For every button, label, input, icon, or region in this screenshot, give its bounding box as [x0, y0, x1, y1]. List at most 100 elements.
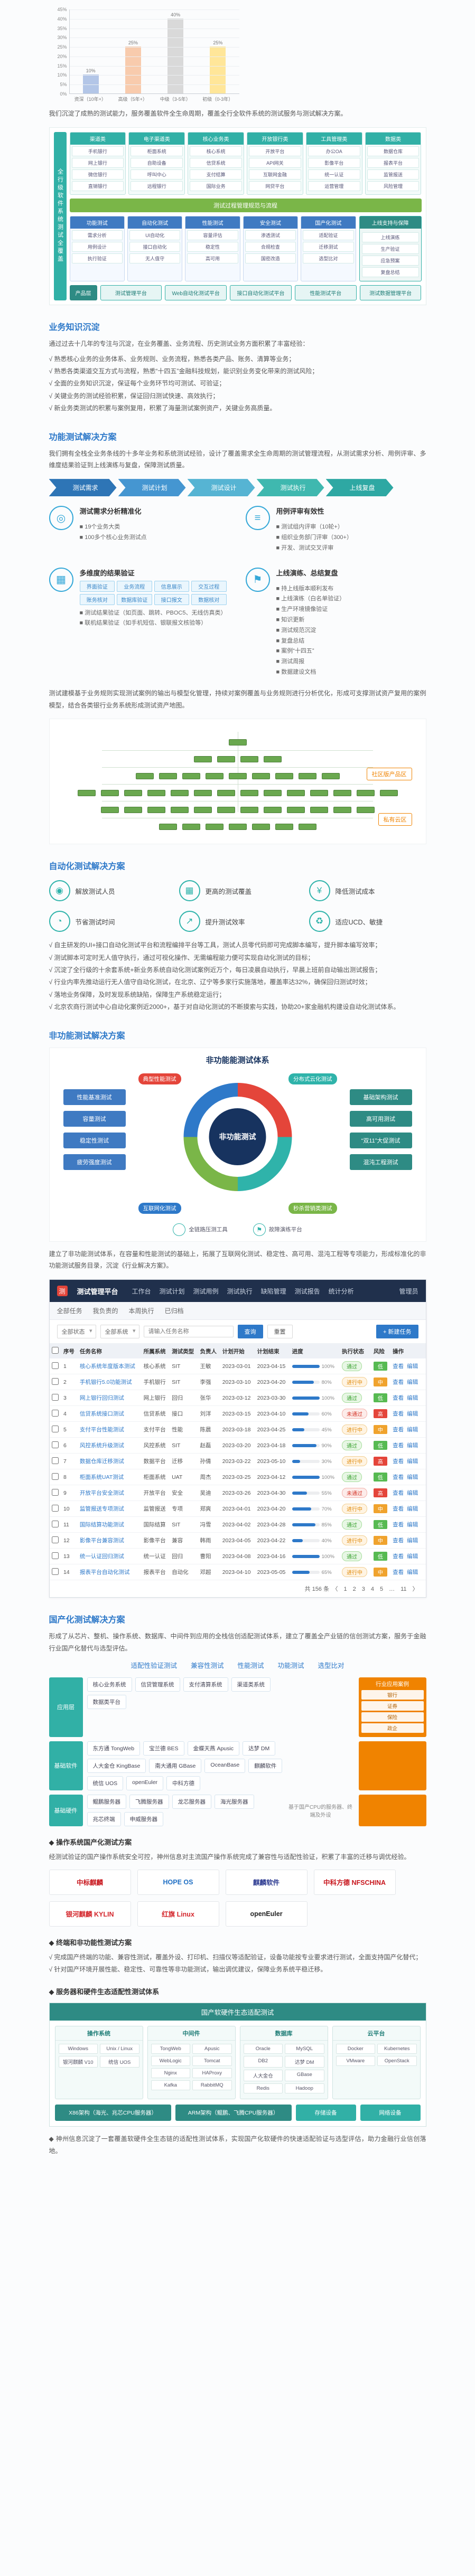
- row-checkbox[interactable]: [51, 1473, 59, 1480]
- row-checkbox[interactable]: [51, 1425, 59, 1432]
- table-row[interactable]: 3 网上银行回归测试 网上银行 回归 张华 2023-03-12 2023-03…: [49, 1390, 426, 1407]
- table-row[interactable]: 8 柜面系统UAT测试 柜面系统 UAT 周杰 2023-03-25 2023-…: [49, 1469, 426, 1486]
- platform-tab[interactable]: 我负责的: [92, 1307, 118, 1315]
- search-input[interactable]: [143, 1326, 234, 1338]
- reset-button[interactable]: 重置: [267, 1325, 293, 1339]
- table-row[interactable]: 9 开放平台安全测试 开放平台 安全 吴迪 2023-03-26 2023-04…: [49, 1485, 426, 1502]
- platform-tab[interactable]: 全部任务: [57, 1307, 82, 1315]
- select-all-checkbox[interactable]: [51, 1347, 59, 1354]
- edit-link[interactable]: 编辑: [407, 1522, 418, 1528]
- view-link[interactable]: 查看: [393, 1537, 404, 1544]
- platform-menu-item[interactable]: 工作台: [132, 1287, 151, 1295]
- row-checkbox[interactable]: [51, 1552, 59, 1559]
- row-checkbox[interactable]: [51, 1409, 59, 1417]
- row-checkbox[interactable]: [51, 1457, 59, 1464]
- row-checkbox[interactable]: [51, 1393, 59, 1401]
- edit-link[interactable]: 编辑: [407, 1537, 418, 1544]
- cell-task-name[interactable]: 信贷系统接口测试: [77, 1405, 142, 1422]
- checkbox-column-header[interactable]: [49, 1344, 61, 1359]
- edit-link[interactable]: 编辑: [407, 1553, 418, 1560]
- edit-link[interactable]: 编辑: [407, 1569, 418, 1576]
- table-row[interactable]: 10 监管报送专项测试 监管报送 专项 郑爽 2023-04-01 2023-0…: [49, 1501, 426, 1517]
- row-checkbox[interactable]: [51, 1377, 59, 1385]
- table-row[interactable]: 12 影像平台兼容测试 影像平台 兼容 韩雨 2023-04-05 2023-0…: [49, 1532, 426, 1549]
- arch-group: 核心业务类 核心系统信贷系统支付结算国际业务: [188, 131, 244, 195]
- task-table: 序号任务名称所属系统测试类型负责人计划开始计划结束进度执行状态风险操作 1 核心…: [49, 1344, 426, 1581]
- cell-task-name[interactable]: 监管报送专项测试: [77, 1501, 142, 1517]
- view-link[interactable]: 查看: [393, 1522, 404, 1528]
- new-task-button[interactable]: + 新建任务: [376, 1325, 418, 1339]
- platform-menu-item[interactable]: 测试用例: [193, 1287, 219, 1295]
- platform-tab[interactable]: 本周执行: [128, 1307, 154, 1315]
- row-checkbox[interactable]: [51, 1568, 59, 1575]
- view-link[interactable]: 查看: [393, 1569, 404, 1576]
- table-row[interactable]: 6 风控系统升级测试 风控系统 SIT 赵磊 2023-03-20 2023-0…: [49, 1437, 426, 1454]
- cell-task-name[interactable]: 风控系统升级测试: [77, 1437, 142, 1454]
- platform-user[interactable]: 管理员: [399, 1287, 418, 1295]
- table-row[interactable]: 1 核心系统年度版本测试 核心系统 SIT 王敏 2023-03-01 2023…: [49, 1358, 426, 1375]
- view-link[interactable]: 查看: [393, 1411, 404, 1418]
- status-filter-select[interactable]: 全部状态: [57, 1325, 96, 1339]
- cell-task-name[interactable]: 统一认证回归测试: [77, 1548, 142, 1565]
- cell-task-name[interactable]: 国际结算功能测试: [77, 1516, 142, 1533]
- edit-link[interactable]: 编辑: [407, 1442, 418, 1449]
- row-checkbox[interactable]: [51, 1441, 59, 1448]
- edit-link[interactable]: 编辑: [407, 1474, 418, 1481]
- section-title-functional-testing: 功能测试解决方案: [49, 432, 117, 442]
- cell-task-name[interactable]: 影像平台兼容测试: [77, 1532, 142, 1549]
- table-row[interactable]: 2 手机银行5.0功能测试 手机银行 SIT 李强 2023-03-10 202…: [49, 1374, 426, 1391]
- edit-link[interactable]: 编辑: [407, 1506, 418, 1513]
- cell-task-name[interactable]: 支付平台性能测试: [77, 1421, 142, 1438]
- view-link[interactable]: 查看: [393, 1427, 404, 1433]
- edit-link[interactable]: 编辑: [407, 1395, 418, 1402]
- view-link[interactable]: 查看: [393, 1458, 404, 1465]
- table-row[interactable]: 4 信贷系统接口测试 信贷系统 接口 刘洋 2023-03-15 2023-04…: [49, 1405, 426, 1422]
- view-link[interactable]: 查看: [393, 1474, 404, 1481]
- system-filter-select[interactable]: 全部系统: [100, 1325, 139, 1339]
- edit-link[interactable]: 编辑: [407, 1490, 418, 1497]
- cell-task-name[interactable]: 报表平台自动化测试: [77, 1564, 142, 1581]
- cell-actions: 查看编辑: [390, 1532, 426, 1549]
- view-link[interactable]: 查看: [393, 1490, 404, 1497]
- table-row[interactable]: 14 报表平台自动化测试 报表平台 自动化 邓超 2023-04-10 2023…: [49, 1564, 426, 1581]
- cell-task-name[interactable]: 核心系统年度版本测试: [77, 1358, 142, 1375]
- view-link[interactable]: 查看: [393, 1553, 404, 1560]
- row-checkbox[interactable]: [51, 1362, 59, 1369]
- cell-task-name[interactable]: 柜面系统UAT测试: [77, 1469, 142, 1486]
- edit-link[interactable]: 编辑: [407, 1411, 418, 1418]
- cell-task-name[interactable]: 手机银行5.0功能测试: [77, 1374, 142, 1391]
- matrix-item: MySQL: [285, 2044, 324, 2054]
- table-row[interactable]: 11 国际结算功能测试 国际结算 SIT 冯雪 2023-04-02 2023-…: [49, 1516, 426, 1533]
- cell-task-name[interactable]: 网上银行回归测试: [77, 1390, 142, 1407]
- edit-link[interactable]: 编辑: [407, 1458, 418, 1465]
- platform-menu-item[interactable]: 测试执行: [227, 1287, 253, 1295]
- edit-link[interactable]: 编辑: [407, 1427, 418, 1433]
- platform-menu-item[interactable]: 统计分析: [328, 1287, 354, 1295]
- edit-link[interactable]: 编辑: [407, 1379, 418, 1386]
- cell-task-name[interactable]: 数据仓库迁移测试: [77, 1453, 142, 1470]
- edit-link[interactable]: 编辑: [407, 1363, 418, 1370]
- view-link[interactable]: 查看: [393, 1379, 404, 1386]
- nonfunctional-ring: 非功能测试: [183, 1082, 292, 1191]
- table-row[interactable]: 7 数据仓库迁移测试 数据平台 迁移 孙倩 2023-03-22 2023-05…: [49, 1453, 426, 1470]
- platform-menu-item[interactable]: 测试报告: [294, 1287, 320, 1295]
- platform-menu-item[interactable]: 测试计划: [159, 1287, 185, 1295]
- row-checkbox[interactable]: [51, 1520, 59, 1527]
- cell-end: 2023-04-18: [255, 1437, 290, 1454]
- row-checkbox[interactable]: [51, 1488, 59, 1496]
- table-row[interactable]: 5 支付平台性能测试 支付平台 性能 陈晨 2023-03-18 2023-04…: [49, 1421, 426, 1438]
- row-checkbox[interactable]: [51, 1536, 59, 1543]
- row-checkbox[interactable]: [51, 1504, 59, 1512]
- chart-plot-area: 10%25%40%25%: [69, 10, 239, 94]
- cell-task-name[interactable]: 开放平台安全测试: [77, 1485, 142, 1502]
- view-link[interactable]: 查看: [393, 1363, 404, 1370]
- view-link[interactable]: 查看: [393, 1442, 404, 1449]
- pagination[interactable]: 共 156 条 〈 1 2 3 4 5 … 11 〉: [304, 1586, 418, 1593]
- table-row[interactable]: 13 统一认证回归测试 统一认证 回归 曹阳 2023-04-08 2023-0…: [49, 1548, 426, 1565]
- platform-tab[interactable]: 已归档: [164, 1307, 184, 1315]
- view-link[interactable]: 查看: [393, 1506, 404, 1513]
- search-button[interactable]: 查询: [237, 1325, 263, 1339]
- platform-menu-item[interactable]: 缺陷管理: [260, 1287, 286, 1295]
- view-link[interactable]: 查看: [393, 1395, 404, 1402]
